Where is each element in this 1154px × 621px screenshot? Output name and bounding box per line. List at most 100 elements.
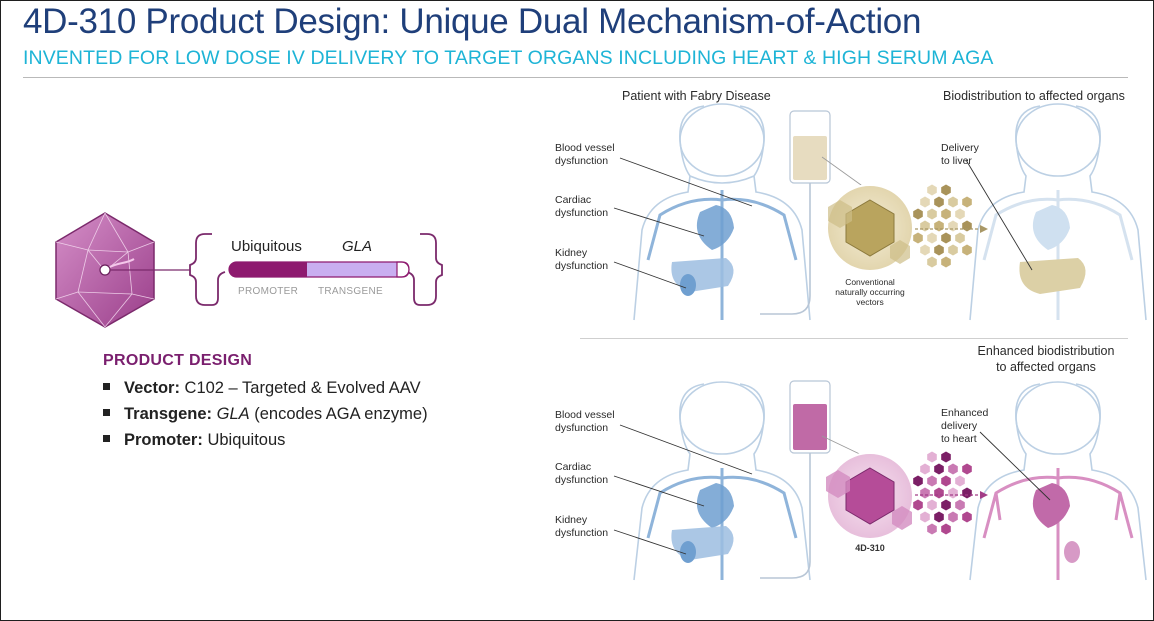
particle-icon [941, 499, 951, 511]
particle-icon [941, 208, 951, 220]
particle-icon [920, 511, 930, 523]
particle-icon [948, 196, 958, 208]
particle-icon [913, 232, 923, 244]
conventional-vector-circle [821, 156, 914, 272]
particle-icon [941, 232, 951, 244]
particle-icon [941, 523, 951, 535]
heart-icon [1032, 205, 1070, 250]
transgene-segment [307, 262, 397, 277]
product-design-list: Vector: C102 – Targeted & Evolved AAV Tr… [103, 375, 428, 453]
promoter-name: Ubiquitous [231, 238, 302, 255]
particle-icon [927, 256, 937, 268]
particle-icon [962, 244, 972, 256]
particle-icon [920, 244, 930, 256]
target-organs-bottom [982, 468, 1134, 580]
biodistribution-header: Biodistribution to affected organs [943, 89, 1125, 103]
item-key: Transgene: [124, 405, 213, 423]
particle-icon [927, 208, 937, 220]
iv-bag-bottom-icon [760, 380, 831, 579]
particle-icon [955, 475, 965, 487]
transgene-name: GLA [342, 238, 373, 255]
patient-organs-bottom [646, 468, 798, 580]
particle-icon [913, 208, 923, 220]
particle-icon [955, 208, 965, 220]
particle-icon [948, 220, 958, 232]
body-outlines [633, 103, 1147, 581]
liver-icon [1019, 258, 1086, 294]
list-item: Promoter: Ubiquitous [103, 427, 428, 453]
heart-icon [696, 205, 734, 250]
construct-bar [228, 261, 410, 278]
bullet-icon [103, 409, 110, 416]
item-value-italic: GLA [216, 405, 250, 423]
particle-icon [955, 232, 965, 244]
particle-icon [927, 475, 937, 487]
itr-left-icon [189, 233, 226, 306]
particle-icon [913, 499, 923, 511]
heart-icon [1032, 483, 1070, 528]
aav-capsid-icon [55, 212, 190, 328]
particle-icon [920, 487, 930, 499]
particle-icon [927, 523, 937, 535]
kidney-icon [680, 541, 696, 563]
particle-icon [920, 463, 930, 475]
kidney-icon [680, 274, 696, 296]
iv-bag-top-icon [760, 110, 831, 315]
patient-header: Patient with Fabry Disease [622, 89, 771, 103]
item-value: C102 – Targeted & Evolved AAV [184, 379, 421, 397]
particle-icon [934, 220, 944, 232]
particle-icon [927, 232, 937, 244]
particle-icon [934, 196, 944, 208]
callout-leaders [613, 157, 1051, 555]
promoter-segment [229, 262, 307, 277]
item-value: (encodes AGA enzyme) [249, 405, 428, 423]
particle-icon [948, 463, 958, 475]
particle-icon [913, 475, 923, 487]
particle-icon [941, 256, 951, 268]
particle-icon [955, 499, 965, 511]
particle-icon [948, 487, 958, 499]
patient-organs-top [646, 190, 798, 320]
particle-icon [948, 244, 958, 256]
particle-icon [934, 244, 944, 256]
particle-icon [948, 511, 958, 523]
title-divider [23, 77, 1128, 78]
list-item: Transgene: GLA (encodes AGA enzyme) [103, 401, 428, 427]
particle-icon [934, 463, 944, 475]
item-key: Vector: [124, 379, 180, 397]
particle-icon [941, 451, 951, 463]
kidney-icon [1064, 541, 1080, 563]
particle-icon [927, 499, 937, 511]
tan-particles [913, 184, 972, 268]
particle-icon [941, 184, 951, 196]
promoter-label: PROMOTER [238, 286, 299, 297]
heart-icon [696, 483, 734, 528]
particle-icon [920, 220, 930, 232]
4d310-vector-circle [821, 435, 914, 540]
particle-icon [962, 196, 972, 208]
item-key: Promoter: [124, 431, 203, 449]
particle-icon [962, 220, 972, 232]
list-item: Vector: C102 – Targeted & Evolved AAV [103, 375, 428, 401]
item-value: Ubiquitous [207, 431, 286, 449]
panel-divider [580, 338, 1128, 339]
particle-icon [962, 487, 972, 499]
4d310-vector-label: 4D-310 [855, 543, 885, 553]
particle-icon [920, 196, 930, 208]
particle-icon [927, 184, 937, 196]
slide-subtitle: INVENTED FOR LOW DOSE IV DELIVERY TO TAR… [23, 47, 994, 69]
particle-icon [941, 475, 951, 487]
particle-icon [934, 487, 944, 499]
magenta-particles [913, 451, 972, 535]
particle-icon [934, 511, 944, 523]
product-design-heading: PRODUCT DESIGN [103, 352, 253, 369]
